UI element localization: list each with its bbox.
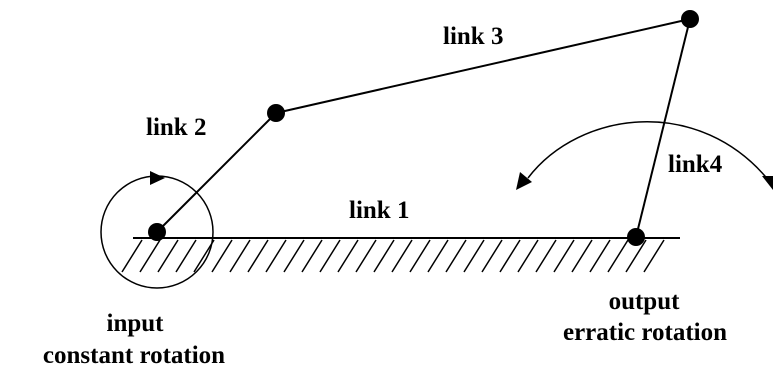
joint-output-pivot: [627, 228, 645, 246]
hatch-stroke: [481, 239, 503, 273]
hatch-stroke: [535, 239, 557, 273]
hatch-stroke: [121, 239, 143, 273]
hatch-stroke: [157, 239, 179, 273]
hatch-stroke: [607, 239, 629, 273]
output-rotation-arc: [527, 121, 771, 183]
hatch-stroke: [571, 239, 593, 273]
joint-link3-link4: [681, 10, 699, 28]
link-3-label: link 3: [443, 23, 503, 50]
input-rotation-arrowhead: [150, 171, 165, 185]
hatch-stroke: [463, 239, 485, 273]
hatch-stroke: [175, 239, 197, 273]
hatch-stroke: [247, 239, 269, 273]
hatch-stroke: [499, 239, 521, 273]
link-2-bar: [156, 112, 277, 233]
hatch-stroke: [391, 239, 413, 273]
hatch-stroke: [229, 239, 251, 273]
link-1-label: link 1: [349, 197, 409, 224]
ground-hatching: [121, 239, 665, 273]
input-title: input: [107, 310, 165, 337]
hatch-stroke: [193, 239, 215, 273]
input-subtitle: constant rotation: [43, 342, 225, 367]
hatch-stroke: [409, 239, 431, 273]
hatch-stroke: [643, 239, 665, 273]
hatch-stroke: [625, 239, 647, 273]
link-4-label: link4: [668, 151, 723, 178]
output-title: output: [609, 288, 681, 315]
hatch-stroke: [355, 239, 377, 273]
output-arc-arrowhead-left: [516, 172, 532, 190]
joint-link2-link3: [267, 104, 285, 122]
hatch-stroke: [373, 239, 395, 273]
link-2-label: link 2: [146, 114, 206, 141]
output-subtitle: erratic rotation: [563, 319, 727, 346]
hatch-stroke: [589, 239, 611, 273]
link-4-bar: [635, 18, 691, 238]
hatch-stroke: [265, 239, 287, 273]
hatch-stroke: [283, 239, 305, 273]
hatch-stroke: [211, 239, 233, 273]
hatch-stroke: [337, 239, 359, 273]
hatch-stroke: [553, 239, 575, 273]
output-arc-arrowhead-right: [762, 176, 773, 190]
joint-input-pivot: [148, 223, 166, 241]
hatch-stroke: [301, 239, 323, 273]
hatch-stroke: [427, 239, 449, 273]
hatch-stroke: [139, 239, 161, 273]
hatch-stroke: [319, 239, 341, 273]
link-3-bar: [275, 18, 691, 114]
hatch-stroke: [445, 239, 467, 273]
hatch-stroke: [517, 239, 539, 273]
